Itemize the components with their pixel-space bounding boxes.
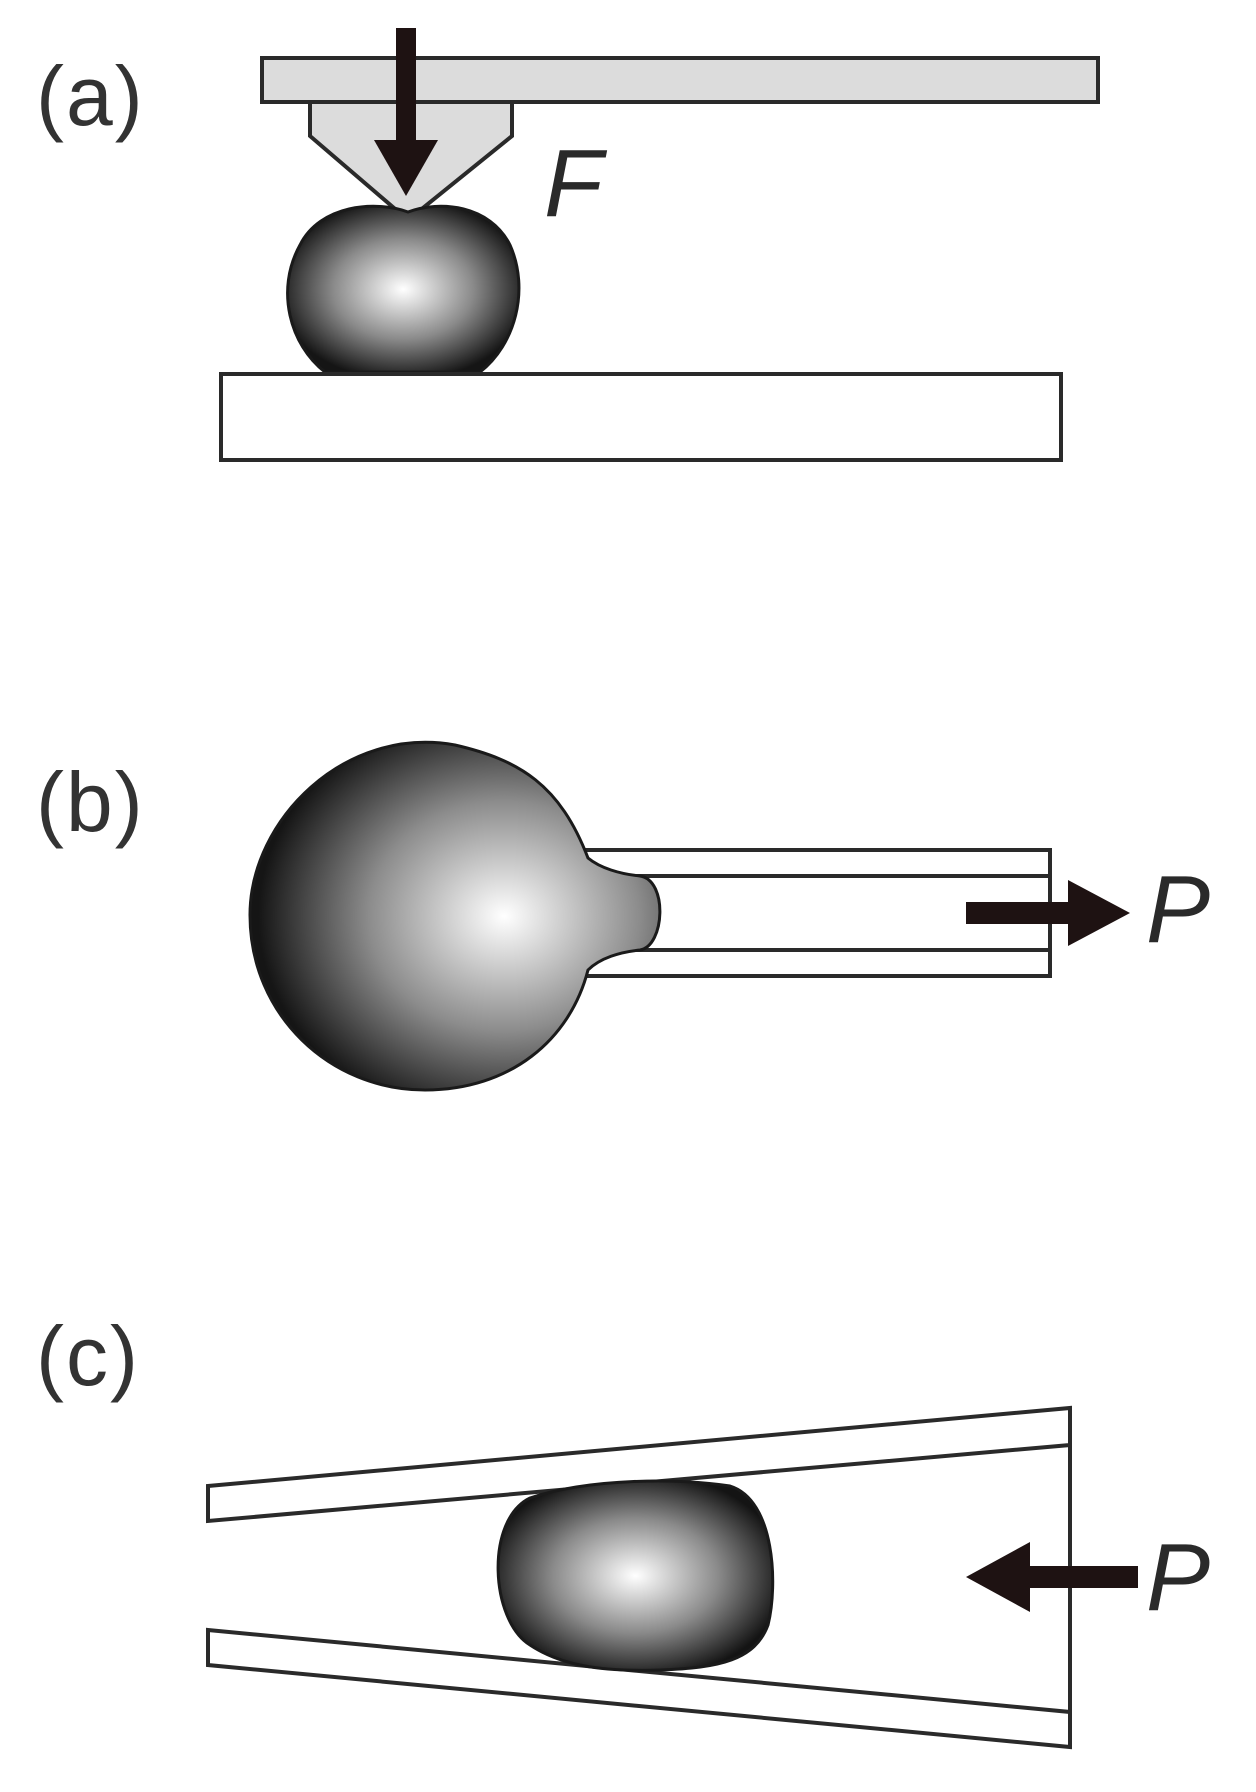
panel-label-b: (b) bbox=[36, 755, 145, 849]
substrate bbox=[219, 372, 1063, 462]
panel-a bbox=[219, 28, 1100, 462]
cell-b bbox=[248, 740, 662, 1092]
pressure-label-c: P bbox=[1146, 1524, 1211, 1631]
tapered-channel bbox=[206, 1405, 1072, 1750]
pressure-label-b: P bbox=[1146, 856, 1211, 963]
suction-arrow-b bbox=[966, 880, 1130, 946]
pressure-arrow-c bbox=[966, 1542, 1138, 1612]
panel-c bbox=[206, 1405, 1138, 1750]
panel-label-c: (c) bbox=[36, 1309, 140, 1403]
panel-b bbox=[248, 740, 1130, 1092]
cantilever-beam bbox=[260, 56, 1100, 104]
force-label: F bbox=[544, 130, 603, 237]
force-arrow bbox=[374, 28, 438, 196]
cell-c bbox=[496, 1479, 775, 1672]
panel-label-a: (a) bbox=[36, 49, 145, 143]
cell-a bbox=[286, 204, 521, 374]
